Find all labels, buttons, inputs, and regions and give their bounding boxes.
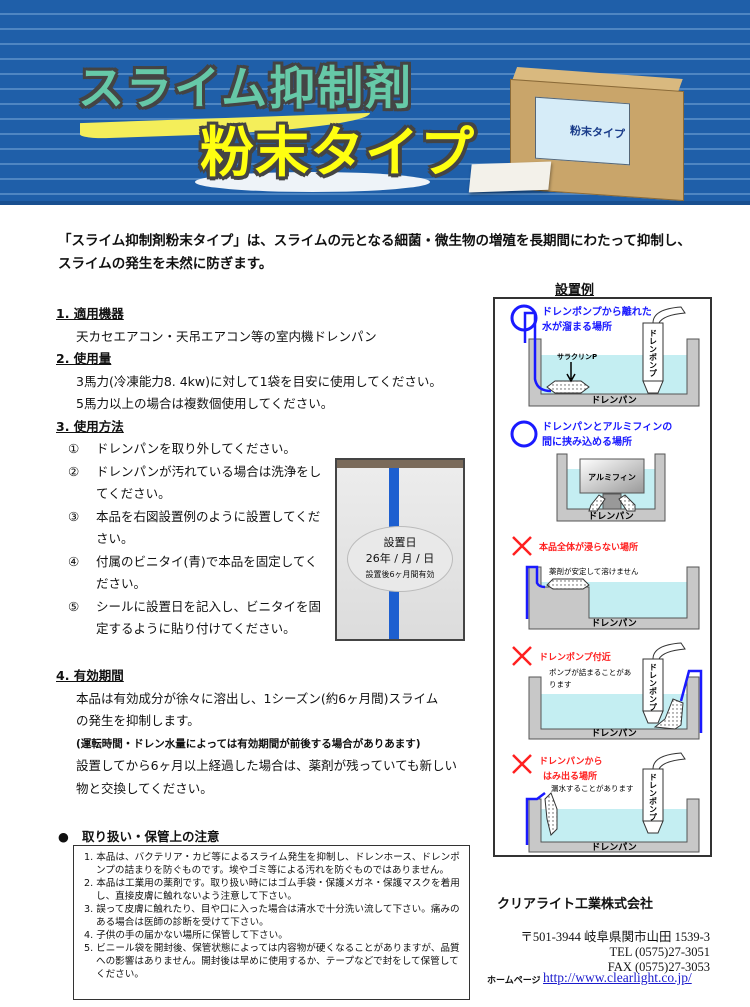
product-box-label: 粉末タイプ	[535, 96, 630, 166]
section-4: 4. 有効期間 本品は有効成分が徐々に溶出し、1シーズン(約6ヶ月間)スライム …	[56, 665, 476, 800]
caution-item: 3. 誤って皮膚に触れたり、目や口に入った場合は清水で十分洗い流して下さい。痛み…	[84, 904, 460, 928]
drain-pan	[528, 338, 700, 407]
svg-text:ドレンパンとアルミフィンの: ドレンパンとアルミフィンの	[542, 421, 672, 433]
svg-text:ドレンパン: ドレンパン	[591, 727, 636, 739]
blue-tie	[523, 311, 552, 393]
ok-circle-icon	[510, 420, 538, 448]
svg-text:ドレンパン: ドレンパン	[591, 394, 636, 406]
caution-box: 1. 本品は、バクテリア・カビ等によるスライム発生を抑制し、ドレンホース、ドレン…	[73, 845, 470, 1000]
svg-text:ドレンパンから: ドレンパンから	[539, 755, 602, 767]
installation-photo: 設置日 26年 / 月 / 日 設置後6ヶ月間有効	[335, 458, 465, 641]
blue-tie	[525, 792, 546, 845]
header-banner: スライム抑制剤 粉末タイプ 粉末タイプ	[0, 0, 750, 205]
svg-text:ドレンポンプ付近: ドレンポンプ付近	[539, 651, 611, 663]
section-heading: 2. 使用量	[56, 351, 112, 366]
caution-item: 4. 子供の手の届かない場所に保管して下さい。	[84, 930, 288, 941]
panel-ok-1: ドレンポンプから離れた 水が溜まる場所 ドレンパン サラクリンP ドレンポンプ	[510, 304, 700, 407]
svg-text:アルミフィン: アルミフィン	[588, 473, 636, 482]
company-contact: 〒501-3944 岐阜県関市山田 1539-3 TEL (0575)27-30…	[520, 930, 710, 974]
title-line1: スライム抑制剤	[78, 61, 414, 115]
title-ellipse	[195, 172, 430, 192]
ng-cross-icon	[512, 754, 532, 774]
svg-text:サラクリンP: サラクリンP	[557, 352, 597, 361]
panel-ng-5: ドレンパンから はみ出る場所 漏水することがあります ドレンパン ドレンポンプ	[512, 752, 700, 853]
svg-text:ります: ります	[549, 680, 572, 689]
svg-text:薬剤が安定して溶けません: 薬剤が安定して溶けません	[549, 566, 639, 576]
panel-ok-2: ドレンパンとアルミフィンの 間に挟み込める場所 ドレンパン アルミフィン	[510, 420, 672, 522]
date-seal: 設置日 26年 / 月 / 日 設置後6ヶ月間有効	[347, 526, 453, 592]
product-bag	[546, 578, 590, 590]
bullet-icon: ●	[58, 829, 69, 844]
svg-text:ドレンパン: ドレンパン	[591, 841, 636, 853]
title-line2: 粉末タイプ	[200, 121, 475, 184]
section-heading: 4. 有効期間	[56, 668, 124, 683]
ng-cross-icon	[512, 646, 532, 666]
company-name: クリアライト工業株式会社	[497, 897, 654, 912]
svg-text:はみ出る場所: はみ出る場所	[543, 770, 597, 782]
product-bag	[618, 494, 636, 512]
drain-pan	[528, 798, 700, 853]
svg-text:水が溜まる場所: 水が溜まる場所	[541, 320, 612, 333]
svg-text:ドレンパン: ドレンパン	[588, 510, 633, 522]
blue-tie	[525, 565, 546, 619]
homepage-label: ホームページ	[487, 976, 541, 986]
svg-text:ドレンポンプ: ドレンポンプ	[649, 773, 658, 821]
sections-1-3: 1. 適用機器 天カセエアコン・天吊エアコン等の室内機ドレンパン 2. 使用量 …	[56, 303, 476, 641]
svg-text:ポンプが詰まることがあ: ポンプが詰まることがあ	[549, 667, 631, 677]
caution-item: 1. 本品は、バクテリア・カビ等によるスライム発生を抑制し、ドレンホース、ドレン…	[84, 852, 460, 876]
svg-text:ドレンパン: ドレンパン	[591, 617, 636, 629]
ng-cross-icon	[512, 536, 532, 556]
intro-text: 「スライム抑制剤粉末タイプ」は、スライムの元となる細菌・微生物の増殖を長期間にわ…	[58, 233, 691, 272]
svg-text:ドレンポンプ: ドレンポンプ	[649, 663, 658, 711]
section-heading: 3. 使用方法	[56, 418, 124, 434]
diagram-title: 設置例	[555, 283, 595, 298]
product-sachet-image	[468, 161, 552, 193]
product-bag	[588, 494, 606, 512]
svg-text:漏水することがあります: 漏水することがあります	[551, 783, 634, 793]
svg-text:ドレンポンプ: ドレンポンプ	[649, 329, 658, 377]
svg-text:ドレンポンプから離れた: ドレンポンプから離れた	[542, 305, 652, 318]
product-bag	[544, 792, 558, 836]
homepage-link[interactable]: http://www.clearlight.co.jp/	[543, 970, 692, 985]
drain-pan	[528, 566, 700, 630]
product-bag	[546, 380, 590, 394]
drain-pan	[556, 453, 666, 522]
svg-text:間に挟み込める場所: 間に挟み込める場所	[542, 435, 632, 448]
svg-text:本品全体が浸らない場所: 本品全体が浸らない場所	[539, 541, 638, 553]
blue-tie	[679, 669, 703, 733]
caution-item: 5. ビニール袋を開封後、保管状態によっては内容物が硬くなることがありますが、品…	[84, 943, 460, 980]
product-bag	[653, 698, 684, 730]
aluminum-fin	[579, 458, 645, 494]
arrow-icon	[566, 362, 576, 383]
caution-heading: ● 取り扱い・保管上の注意	[58, 829, 220, 844]
caution-item: 2. 本品は工業用の薬剤です。取り扱い時にはゴム手袋・保護メガネ・保護マスクを着…	[84, 878, 460, 902]
panel-ng-3: 本品全体が浸らない場所 ドレンパン 薬剤が安定して溶けません	[512, 536, 700, 630]
installation-diagram: ドレンポンプから離れた 水が溜まる場所 ドレンパン サラクリンP ドレンポンプ …	[493, 297, 712, 857]
panel-ng-4: ドレンポンプ付近 ポンプが詰まることがあ ります ドレンパン ドレンポンプ	[512, 642, 703, 740]
section-heading: 1. 適用機器	[56, 306, 124, 321]
